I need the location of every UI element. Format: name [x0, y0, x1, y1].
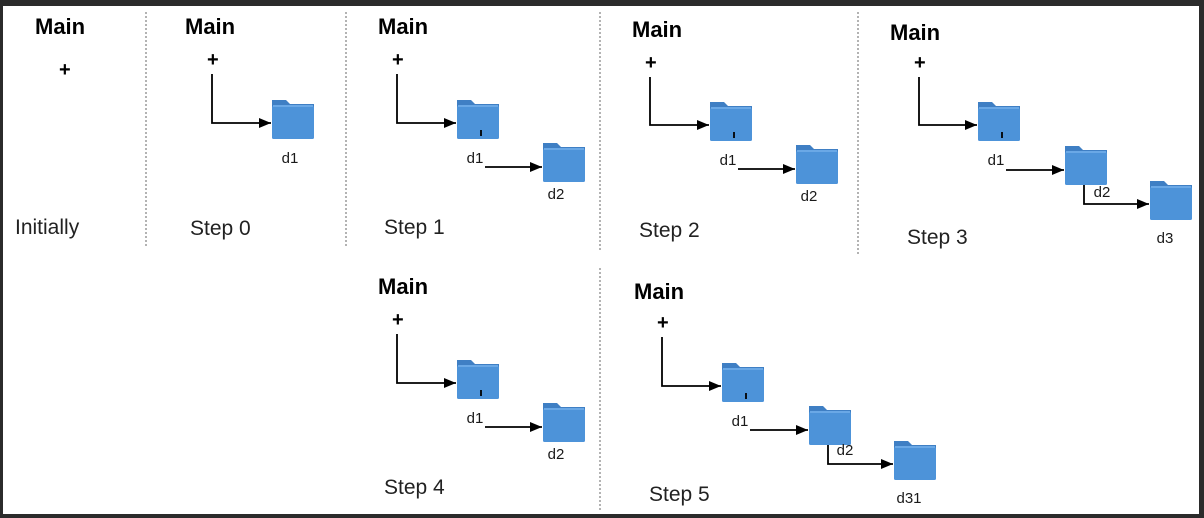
arrow-line	[918, 77, 977, 126]
panel-title: Main	[632, 17, 682, 42]
arrow-head	[444, 378, 456, 388]
folder-icon	[457, 360, 499, 399]
arrow-head	[259, 118, 271, 128]
folder-label: d1	[282, 150, 299, 167]
arrow-line	[1083, 185, 1149, 205]
step-label: Step 4	[384, 476, 445, 499]
arrow-line	[649, 77, 709, 126]
folder-icon	[272, 100, 314, 139]
arrow-head	[965, 120, 977, 130]
arrow-head	[530, 162, 542, 172]
step-label: Step 5	[649, 483, 710, 506]
arrow-line	[661, 337, 721, 387]
step-label: Initially	[15, 216, 80, 239]
expand-plus-icon: +	[392, 49, 404, 71]
arrow-head	[1052, 165, 1064, 175]
folder-icon	[543, 403, 585, 442]
arrow-head	[1137, 199, 1149, 209]
folder-icon	[710, 102, 752, 141]
expand-plus-icon: +	[657, 312, 669, 334]
expand-plus-icon: +	[392, 309, 404, 331]
folder-label: d2	[837, 442, 854, 459]
folder-label: d1	[988, 152, 1005, 169]
folder-label: d1	[467, 150, 484, 167]
expand-plus-icon: +	[914, 52, 926, 74]
panel-title: Main	[35, 14, 85, 39]
step-label: Step 0	[190, 217, 251, 240]
panel-title: Main	[634, 279, 684, 304]
arrow-line	[396, 74, 456, 124]
folder-icon	[543, 143, 585, 182]
arrow-head	[697, 120, 709, 130]
step-label: Step 2	[639, 219, 700, 242]
folder-label: d1	[720, 152, 737, 169]
folder-icon	[722, 363, 764, 402]
panel-step5: Main + Step 5 d1 d2 d31	[634, 279, 936, 507]
expand-plus-icon: +	[59, 59, 71, 81]
arrow-head	[783, 164, 795, 174]
step-label: Step 1	[384, 216, 445, 239]
folder-label: d2	[548, 186, 565, 203]
panel-step3: Main + Step 3 d1 d2 d3	[890, 20, 1192, 249]
arrow-head	[709, 381, 721, 391]
folder-label: d3	[1157, 230, 1174, 247]
panel-title: Main	[185, 14, 235, 39]
arrow-head	[796, 425, 808, 435]
folder-label: d1	[467, 410, 484, 427]
folder-icon	[978, 102, 1020, 141]
panel-step0: Main + Step 0 d1	[185, 14, 314, 240]
folder-label: d31	[896, 490, 921, 507]
folder-icon	[894, 441, 936, 480]
arrow-line	[827, 445, 893, 465]
panel-title: Main	[378, 274, 428, 299]
expand-plus-icon: +	[645, 52, 657, 74]
folder-icon	[457, 100, 499, 139]
folder-icon	[1065, 146, 1107, 185]
folder-label: d2	[1094, 184, 1111, 201]
panel-step4: Main + Step 4 d1 d2	[378, 274, 585, 499]
step-label: Step 3	[907, 226, 968, 249]
arrow-head	[444, 118, 456, 128]
folder-label: d1	[732, 413, 749, 430]
arrow-line	[211, 74, 271, 124]
panel-initially: Main + Initially	[15, 14, 85, 239]
folder-label: d2	[548, 446, 565, 463]
panel-step1: Main + Step 1 d1 d2	[378, 14, 585, 239]
panel-title: Main	[890, 20, 940, 45]
arrow-line	[396, 334, 456, 384]
arrow-head	[530, 422, 542, 432]
arrow-head	[881, 459, 893, 469]
panel-step2: Main + Step 2 d1 d2	[632, 17, 838, 242]
expand-plus-icon: +	[207, 49, 219, 71]
folder-icon	[796, 145, 838, 184]
panel-title: Main	[378, 14, 428, 39]
folder-label: d2	[801, 188, 818, 205]
folder-icon	[1150, 181, 1192, 220]
folder-icon	[809, 406, 851, 445]
